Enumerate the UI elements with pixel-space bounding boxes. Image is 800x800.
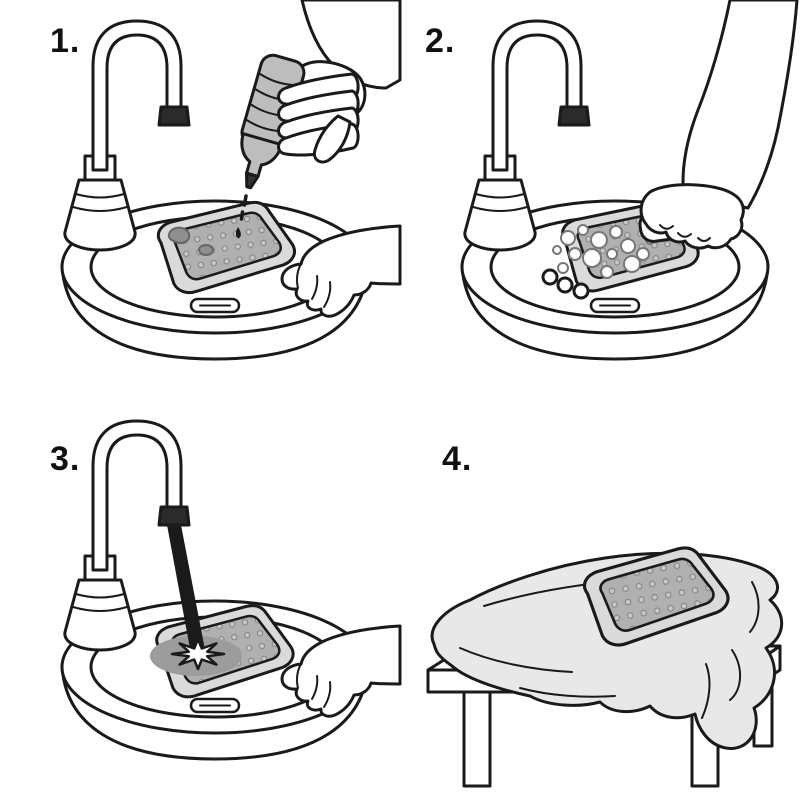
panel-step-1: 1. bbox=[50, 0, 402, 361]
thumb-graphic bbox=[312, 114, 352, 164]
step-number-label: 3. bbox=[50, 440, 80, 478]
fist-graphic bbox=[639, 183, 745, 250]
panel-step-3: 3. bbox=[50, 419, 402, 761]
step-number-label: 4. bbox=[442, 440, 472, 478]
panel-step-2: 2. bbox=[425, 0, 799, 361]
splash-graphic bbox=[170, 637, 226, 671]
panel-step-4: 4. bbox=[426, 440, 784, 788]
gripping-fingers-graphic bbox=[277, 72, 360, 164]
step-number-label: 1. bbox=[50, 22, 80, 60]
steadying-fingertips-graphic bbox=[541, 268, 590, 300]
soap-drops-graphic bbox=[235, 194, 248, 239]
pouring-hand-and-bottle-graphic bbox=[235, 0, 402, 239]
step-number-label: 2. bbox=[425, 22, 455, 60]
water-stream-graphic bbox=[167, 525, 205, 654]
scrubbing-arm-graphic bbox=[639, 0, 799, 250]
knuckles-graphic bbox=[659, 224, 711, 242]
table-leg-left bbox=[462, 690, 492, 788]
soap-blobs-graphic bbox=[167, 226, 214, 256]
suds-bubbles-graphic bbox=[552, 224, 655, 279]
